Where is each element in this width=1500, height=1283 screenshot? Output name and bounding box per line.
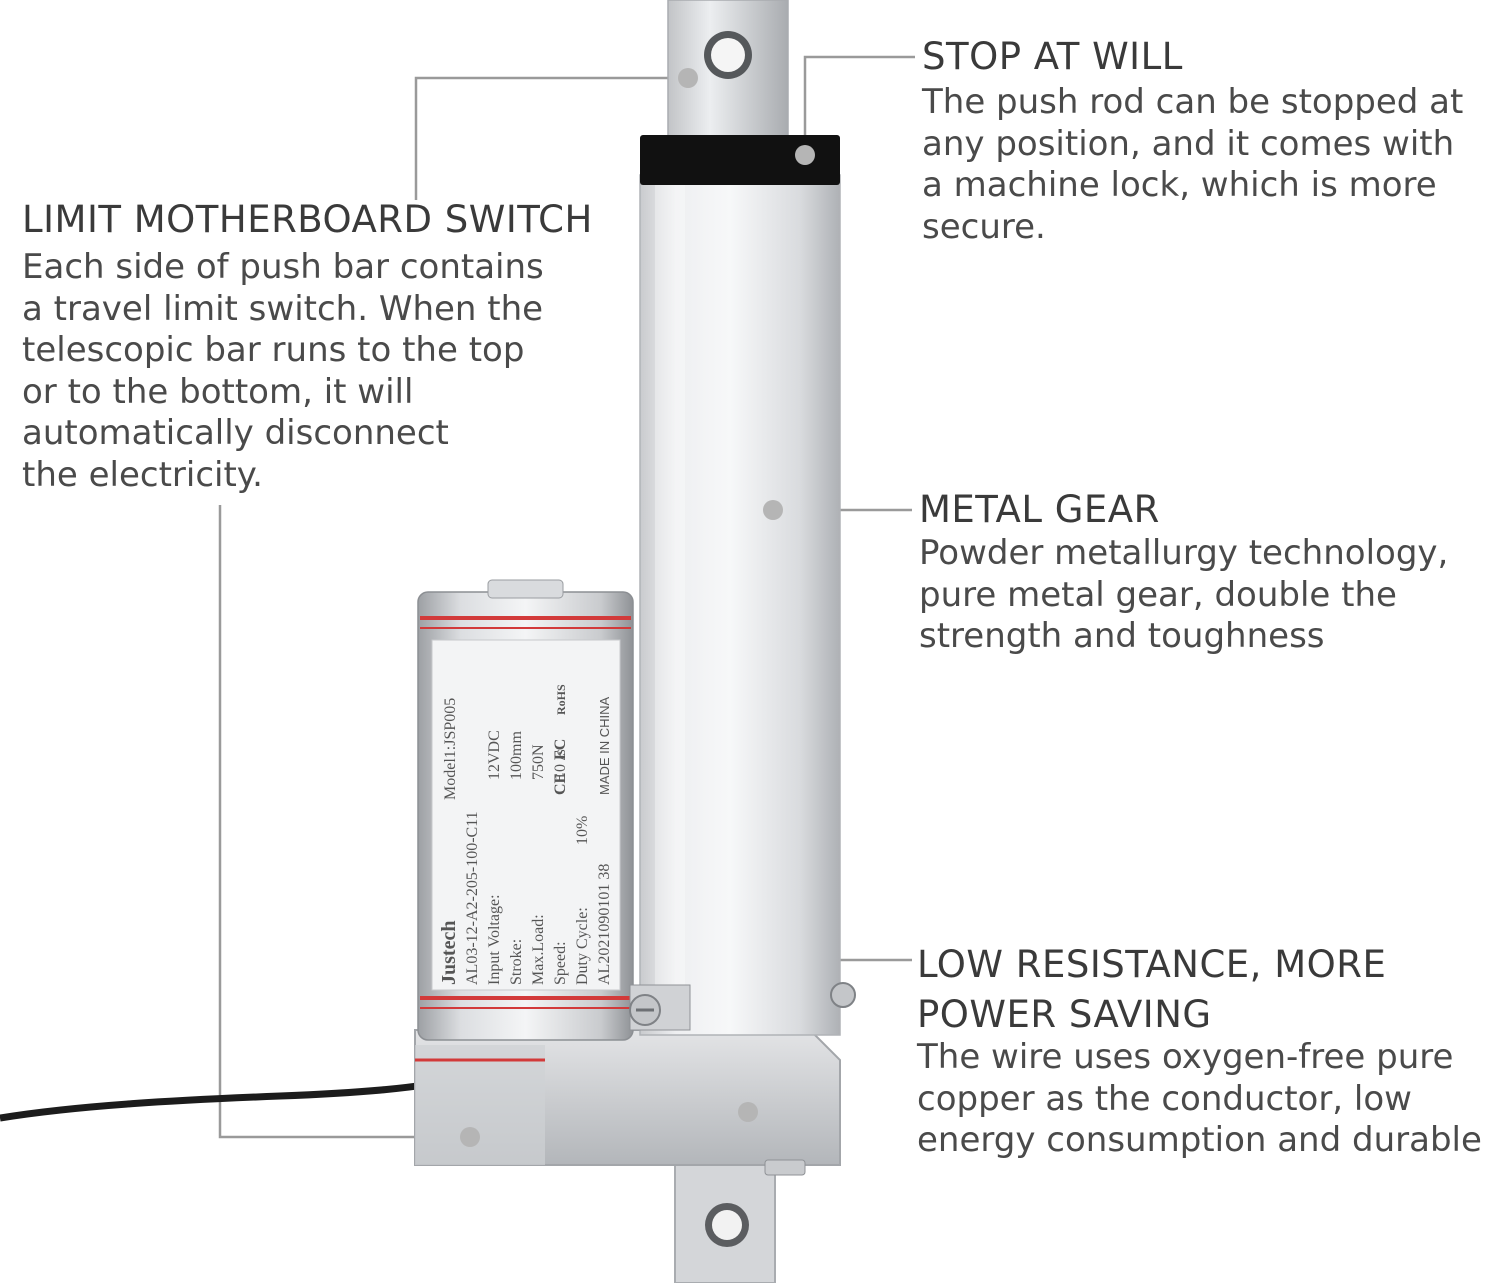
- dot-low-resistance: [738, 1102, 758, 1122]
- metal-gear-title: METAL GEAR: [919, 488, 1160, 531]
- duty-cycle-value-text: 10%: [574, 816, 591, 845]
- max-load-value-text: 750N: [530, 744, 547, 780]
- description-line: automatically disconnect: [22, 413, 449, 453]
- callout-line-limit-bottom: [218, 505, 470, 1139]
- description-line: a machine lock, which is more: [922, 165, 1437, 205]
- callout-line-limit-top: [414, 76, 688, 200]
- serial-text: AL2021090101 38: [596, 864, 613, 985]
- callout-dots: [460, 68, 815, 1147]
- description-line: any position, and it comes with: [922, 123, 1455, 164]
- stroke-label-text: Stroke:: [508, 939, 525, 985]
- speed-value-text: 10 /s: [552, 749, 569, 780]
- stop-at-will-title: STOP AT WILL: [922, 35, 1183, 78]
- stroke-value-text: 100mm: [508, 731, 525, 780]
- brand-text: Justech: [438, 921, 460, 985]
- rod-seal-cap: [640, 135, 840, 185]
- dot-gear: [763, 500, 783, 520]
- description-line: the electricity.: [22, 454, 263, 495]
- description-line: Powder metallurgy technology,: [919, 533, 1449, 573]
- motor-label-text: Justech Model1:JSP005 AL03-12-A2-205-100…: [438, 684, 613, 985]
- title-line: POWER SAVING: [917, 993, 1212, 1036]
- ce-mark: CE: [552, 773, 569, 795]
- fc-mark: FC: [552, 739, 569, 760]
- description-line: or to the bottom, it will: [22, 371, 414, 412]
- dot-stop: [795, 145, 815, 165]
- description-line: energy consumption and durable: [917, 1120, 1482, 1160]
- made-in-text: MADE IN CHINA: [597, 696, 612, 795]
- description-line: telescopic bar runs to the top: [22, 330, 525, 370]
- description-line: Each side of push bar contains: [22, 247, 544, 287]
- limit-switch-title: LIMIT MOTHERBOARD SWITCH: [22, 198, 593, 241]
- metal-gear-description: Powder metallurgy technology, pure metal…: [919, 533, 1448, 658]
- stop-at-will-description: The push rod can be stopped at any posit…: [922, 82, 1463, 248]
- description-line: pure metal gear, double the: [919, 574, 1397, 615]
- outer-tube: [639, 174, 841, 1036]
- max-load-label-text: Max.Load:: [530, 914, 547, 985]
- callout-line-stop: [803, 55, 915, 155]
- dot-limit-top: [678, 68, 698, 88]
- power-cable: [0, 1074, 463, 1122]
- description-line: secure.: [922, 206, 1046, 247]
- model-text: Model1:JSP005: [442, 698, 459, 800]
- description-line: The wire uses oxygen-free pure: [917, 1037, 1454, 1077]
- description-line: a travel limit switch. When the: [22, 288, 544, 329]
- motor-label: [431, 639, 621, 991]
- part-number-text: AL03-12-A2-205-100-C11: [464, 811, 481, 985]
- rohs-mark: RoHS: [554, 684, 568, 715]
- voltage-value-text: 12VDC: [486, 730, 503, 780]
- dot-limit-bottom: [460, 1127, 480, 1147]
- speed-label-text: Speed:: [552, 941, 569, 985]
- low-resistance-title: LOW RESISTANCE, MORE POWER SAVING: [917, 940, 1386, 1040]
- limit-switch-description: Each side of push bar contains a travel …: [22, 247, 544, 496]
- low-resistance-description: The wire uses oxygen-free pure copper as…: [917, 1037, 1482, 1162]
- description-line: copper as the conductor, low: [917, 1078, 1412, 1119]
- title-line: LOW RESISTANCE, MORE: [917, 943, 1387, 986]
- duty-cycle-label-text: Duty Cycle:: [574, 907, 591, 985]
- description-line: The push rod can be stopped at: [922, 82, 1464, 122]
- voltage-label-text: Input Voltage:: [486, 894, 503, 985]
- description-line: strength and toughness: [919, 616, 1325, 656]
